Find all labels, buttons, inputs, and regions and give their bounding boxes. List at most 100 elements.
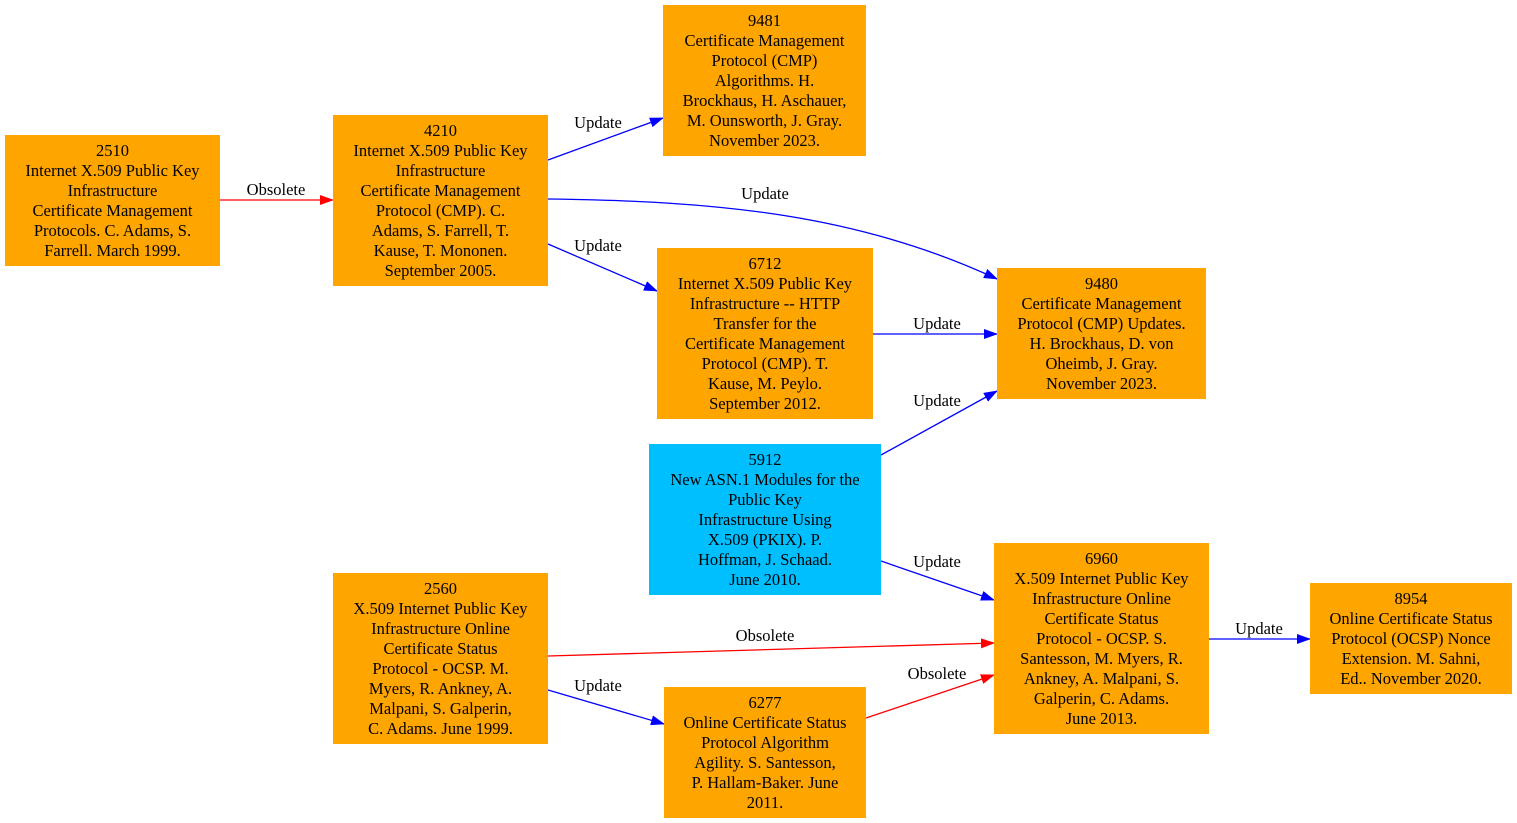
rfc-description-line: Certificate Management xyxy=(360,180,521,200)
rfc-description-line: Hoffman, J. Schaad. xyxy=(698,549,832,569)
rfc-description-line: June 2013. xyxy=(1065,708,1138,728)
rfc-description-line: Santesson, M. Myers, R. xyxy=(1020,648,1183,668)
rfc-number: 9481 xyxy=(748,10,781,30)
edge-4210-to-9480 xyxy=(547,198,998,280)
edge-label-2510-4210: Obsolete xyxy=(247,180,306,199)
rfc-description-line: Infrastructure Online xyxy=(1032,588,1171,608)
rfc-number: 5912 xyxy=(748,449,782,469)
edge-label-5912-9480: Update xyxy=(913,391,961,410)
rfc-number: 2560 xyxy=(424,578,457,598)
rfc-description-line: X.509 Internet Public Key xyxy=(353,598,528,618)
rfc-description-line: 2011. xyxy=(746,792,784,812)
rfc-description-line: November 2023. xyxy=(709,130,820,150)
rfc-description-line: September 2012. xyxy=(709,393,821,413)
rfc-description-line: Infrastructure Online xyxy=(371,618,510,638)
edge-label-6712-9480: Update xyxy=(913,314,961,333)
edge-2560-to-6960 xyxy=(547,638,995,657)
rfc-description-line: Internet X.509 Public Key xyxy=(25,160,200,180)
rfc-description-line: Certificate Management xyxy=(1021,293,1182,313)
rfc-description-line: Infrastructure xyxy=(67,180,158,200)
rfc-description-line: Certificate Management xyxy=(684,30,845,50)
rfc-description-line: Malpani, S. Galperin, xyxy=(369,698,512,718)
rfc-description-line: H. Brockhaus, D. von xyxy=(1029,333,1174,353)
rfc-number: 8954 xyxy=(1394,588,1428,608)
rfc-description-line: Adams, S. Farrell, T. xyxy=(371,220,510,240)
rfc-description-line: Online Certificate Status xyxy=(683,712,847,732)
edge-label-2560-6277: Update xyxy=(574,676,622,695)
rfc-number: 4210 xyxy=(424,120,457,140)
rfc-number: 6960 xyxy=(1085,548,1118,568)
rfc-description-line: Infrastructure Using xyxy=(698,509,832,529)
edge-label-2560-6960: Obsolete xyxy=(736,626,795,645)
rfc-description-line: Protocol (CMP). C. xyxy=(375,200,506,220)
rfc-description-line: Myers, R. Ankney, A. xyxy=(368,678,513,698)
rfc-description-line: Extension. M. Sahni, xyxy=(1341,648,1481,668)
rfc-description-line: Brockhaus, H. Aschauer, xyxy=(682,90,847,110)
edge-label-4210-9480: Update xyxy=(741,184,789,203)
rfc-description-line: P. Hallam-Baker. June xyxy=(691,772,839,792)
rfc-description-line: Ankney, A. Malpani, S. xyxy=(1023,668,1180,688)
rfc-description-line: Protocol Algorithm xyxy=(701,732,829,752)
rfc-description-line: Algorithms. H. xyxy=(714,70,815,90)
edge-5912-to-9480 xyxy=(880,390,998,456)
edge-4210-to-6712 xyxy=(547,243,658,292)
edge-4210-to-9481 xyxy=(547,117,664,161)
rfc-description-line: November 2023. xyxy=(1046,373,1157,393)
rfc-description-line: X.509 (PKIX). P. xyxy=(707,529,823,549)
rfc-description-line: Protocol (CMP). T. xyxy=(701,353,829,373)
rfc-description-line: Protocol - OCSP. S. xyxy=(1036,628,1167,648)
rfc-description-line: Protocols. C. Adams, S. xyxy=(33,220,192,240)
rfc-description-line: Ed.. November 2020. xyxy=(1340,668,1482,688)
rfc-description-line: Infrastructure -- HTTP xyxy=(689,293,841,313)
rfc-description-line: M. Ounsworth, J. Gray. xyxy=(686,110,843,130)
rfc-number: 2510 xyxy=(96,140,129,160)
edge-2560-to-6277 xyxy=(547,689,665,726)
edge-label-4210-6712: Update xyxy=(574,236,622,255)
rfc-number: 6712 xyxy=(748,253,782,273)
rfc-description-line: Oheimb, J. Gray. xyxy=(1045,353,1158,373)
rfc-description-line: Internet X.509 Public Key xyxy=(353,140,528,160)
rfc-description-line: Certificate Management xyxy=(32,200,193,220)
rfc-description-line: June 2010. xyxy=(729,569,801,589)
edge-5912-to-6960 xyxy=(880,560,995,601)
rfc-description-line: Public Key xyxy=(728,489,802,509)
rfc-description-line: Protocol (CMP) xyxy=(711,50,818,70)
rfc-description-line: Farrell. March 1999. xyxy=(44,240,181,260)
edge-label-6277-6960: Obsolete xyxy=(908,664,967,683)
rfc-description-line: X.509 Internet Public Key xyxy=(1014,568,1189,588)
rfc-description-line: Transfer for the xyxy=(713,313,817,333)
edge-6277-to-6960 xyxy=(865,674,995,719)
rfc-description-line: Protocol - OCSP. M. xyxy=(372,658,509,678)
edge-label-5912-6960: Update xyxy=(913,552,961,571)
rfc-description-line: C. Adams. June 1999. xyxy=(368,718,513,738)
rfc-description-line: Agility. S. Santesson, xyxy=(694,752,836,772)
rfc-description-line: Certificate Management xyxy=(685,333,845,353)
rfc-description-line: September 2005. xyxy=(384,260,497,280)
edge-label-6960-8954: Update xyxy=(1235,619,1283,638)
rfc-description-line: Online Certificate Status xyxy=(1329,608,1493,628)
rfc-description-line: Certificate Status xyxy=(383,638,498,658)
rfc-description-line: Kause, T. Mononen. xyxy=(373,240,508,260)
rfc-description-line: Protocol (OCSP) Nonce xyxy=(1331,628,1491,648)
rfc-number: 9480 xyxy=(1085,273,1118,293)
rfc-description-line: Internet X.509 Public Key xyxy=(677,273,853,293)
rfc-description-line: Infrastructure xyxy=(395,160,486,180)
rfc-number: 6277 xyxy=(748,692,782,712)
edge-label-4210-9481: Update xyxy=(574,113,622,132)
rfc-description-line: Galperin, C. Adams. xyxy=(1033,688,1170,708)
rfc-description-line: Certificate Status xyxy=(1044,608,1159,628)
rfc-description-line: Kause, M. Peylo. xyxy=(707,373,823,393)
rfc-description-line: Protocol (CMP) Updates. xyxy=(1017,313,1186,333)
